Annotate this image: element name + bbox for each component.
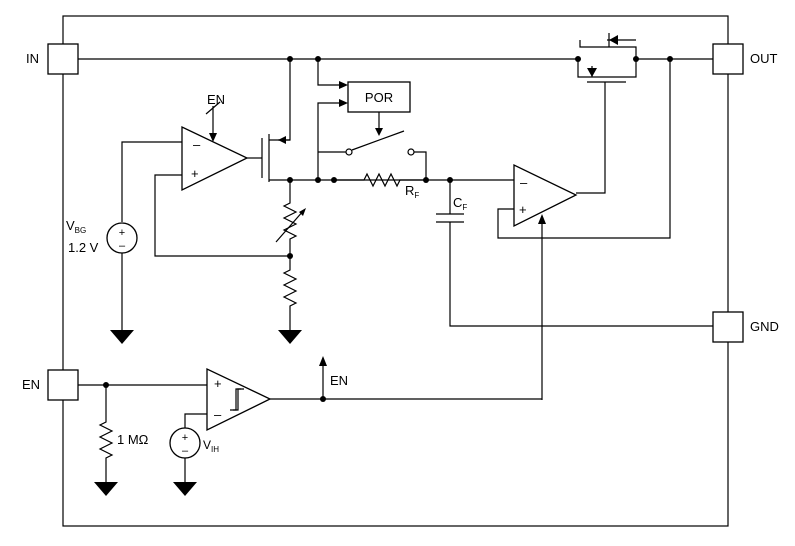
vbg-source: + – xyxy=(106,222,138,254)
ground-icon xyxy=(94,482,118,496)
buffer-amplifier: – + xyxy=(513,163,578,228)
por-label: POR xyxy=(365,90,393,105)
mosfet-drain-wire xyxy=(278,59,291,141)
por-input-wire xyxy=(317,59,341,86)
pin-in-label: IN xyxy=(26,51,39,66)
rf-resistor xyxy=(334,172,426,188)
pass-pmos xyxy=(576,33,713,194)
ground-icon xyxy=(278,330,302,344)
por-switch xyxy=(318,130,427,180)
vbg-value: 1.2 V xyxy=(68,240,99,255)
ground-icon xyxy=(110,330,134,344)
pin-en-label: EN xyxy=(22,377,40,392)
comp-minus: – xyxy=(214,407,222,422)
pin-in: IN xyxy=(26,43,79,75)
pin-en: EN xyxy=(22,369,79,401)
buf-minus: – xyxy=(520,175,528,190)
res-1m-label: 1 MΩ xyxy=(117,432,149,447)
pin-out-label: OUT xyxy=(750,51,778,66)
vih-wire xyxy=(184,413,207,428)
rf-label: RF xyxy=(405,183,419,200)
en-pulldown-resistor xyxy=(98,385,114,482)
variable-resistor-arrow xyxy=(275,209,305,243)
pin-gnd: GND xyxy=(712,311,779,343)
ea-plus: + xyxy=(191,166,199,181)
por-input-arrow xyxy=(339,81,348,89)
pin-out: OUT xyxy=(712,43,778,75)
ea-enable-bar xyxy=(205,101,221,115)
chip-outline xyxy=(62,15,729,527)
vbg-label: VBG xyxy=(66,218,86,235)
error-amplifier: – + xyxy=(181,125,249,192)
por-block: POR xyxy=(347,81,411,113)
cf-label: CF xyxy=(453,195,467,212)
en-top-label: EN xyxy=(207,92,225,107)
en-mid-label: EN xyxy=(330,373,348,388)
pin-gnd-label: GND xyxy=(750,319,779,334)
comp-plus: + xyxy=(214,376,222,391)
ground-icon xyxy=(173,482,197,496)
ea-minus: – xyxy=(193,137,201,152)
svg-text:+: + xyxy=(119,227,125,239)
vih-label: VIH xyxy=(203,438,219,454)
cf-capacitor xyxy=(436,180,713,327)
vbg-wire xyxy=(121,141,182,222)
por-mosfet-wire xyxy=(317,102,341,180)
en-comparator: + – xyxy=(206,367,272,432)
out-feedback-wire xyxy=(497,59,671,239)
svg-text:+: + xyxy=(182,432,188,444)
svg-text:–: – xyxy=(182,445,189,457)
ea-feedback-wire xyxy=(154,174,290,257)
svg-text:–: – xyxy=(119,240,126,252)
nmos-transistor xyxy=(261,134,426,182)
buf-plus: + xyxy=(519,202,527,217)
vih-source: + – xyxy=(169,427,201,459)
